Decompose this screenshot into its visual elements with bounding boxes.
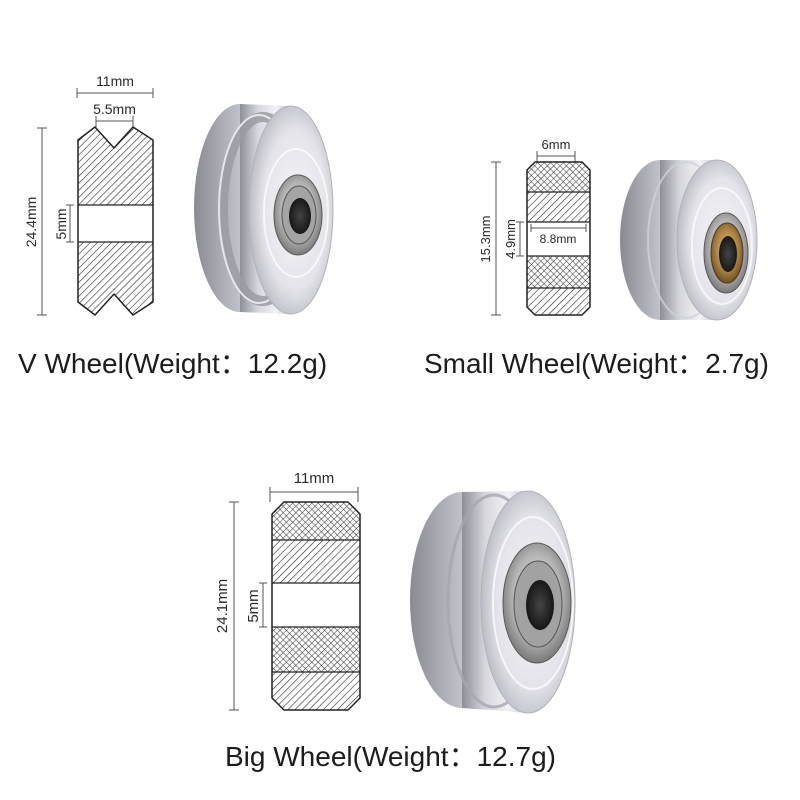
small-wheel-bore-dimension: 4.9mm bbox=[503, 219, 524, 259]
bearing-bore bbox=[719, 236, 737, 272]
hatch-band bbox=[272, 540, 360, 583]
small-wheel-bore-length-label: 8.8mm bbox=[540, 232, 577, 246]
big-wheel-height-label: 24.1mm bbox=[214, 579, 231, 633]
big-wheel-bore bbox=[272, 583, 360, 627]
hatch-band bbox=[272, 672, 360, 710]
v-wheel-height-dimension: 24.4mm bbox=[23, 127, 47, 316]
big-wheel-width-label: 11mm bbox=[294, 470, 335, 487]
big-wheel-section-outline bbox=[271, 501, 361, 711]
big-wheel-caption: Big Wheel(Weight：12.7g) bbox=[225, 741, 556, 772]
big-wheel-height-dimension: 24.1mm bbox=[214, 501, 239, 711]
face-ring bbox=[492, 516, 574, 690]
small-wheel-cross-section: 6mm 15.3mm 4.9mm 8. bbox=[478, 137, 591, 316]
hatch-band bbox=[527, 288, 590, 315]
v-wheel-groove-label: 5.5mm bbox=[93, 101, 136, 117]
big-wheel-photo bbox=[410, 490, 576, 714]
crosshatch-band bbox=[272, 627, 360, 672]
small-wheel-bore-length-dimension: 8.8mm bbox=[530, 224, 587, 246]
v-wheel-caption: V Wheel(Weight：12.2g) bbox=[18, 348, 327, 379]
small-wheel-section-fill bbox=[527, 162, 590, 315]
small-wheel-bore-label: 4.9mm bbox=[503, 219, 518, 259]
v-wheel-groove-dimension: 5.5mm bbox=[93, 101, 136, 128]
small-wheel-section-outline bbox=[526, 161, 591, 316]
big-wheel-width-dimension: 11mm bbox=[269, 470, 359, 502]
v-wheel-photo bbox=[194, 104, 334, 315]
face-ring bbox=[263, 148, 329, 278]
big-wheel-bore-dimension: 5mm bbox=[245, 582, 267, 628]
bearing-bore bbox=[289, 198, 311, 234]
crosshatch-band bbox=[527, 256, 590, 288]
big-wheel-bore-label: 5mm bbox=[245, 589, 262, 622]
small-wheel-height-dimension: 15.3mm bbox=[478, 161, 501, 316]
small-wheel-photo bbox=[620, 159, 758, 321]
v-wheel-width-label: 11mm bbox=[96, 73, 134, 89]
v-wheel-bore-label: 5mm bbox=[53, 208, 69, 239]
v-wheel-height-label: 24.4mm bbox=[23, 197, 39, 248]
crosshatch-band bbox=[527, 162, 590, 192]
big-wheel-cross-section: 11mm 24.1mm 5mm bbox=[214, 470, 361, 711]
face-ring bbox=[691, 187, 753, 305]
small-wheel-width-dimension: 6mm bbox=[536, 137, 576, 162]
v-wheel-bore bbox=[78, 205, 153, 242]
v-wheel-width-dimension: 11mm bbox=[76, 73, 154, 98]
crosshatch-band bbox=[272, 502, 360, 540]
bearing-bore bbox=[526, 580, 554, 630]
small-wheel-caption: Small Wheel(Weight：2.7g) bbox=[424, 348, 769, 379]
v-wheel-bore-dimension: 5mm bbox=[53, 204, 74, 243]
small-wheel-height-label: 15.3mm bbox=[478, 216, 493, 263]
v-wheel-cross-section: 11mm 5.5mm 24.4mm 5mm bbox=[23, 73, 154, 316]
small-wheel-width-label: 6mm bbox=[542, 137, 571, 152]
big-wheel-section-fill bbox=[272, 502, 360, 710]
v-wheel-section-outline bbox=[77, 126, 154, 316]
hatch-band bbox=[527, 192, 590, 222]
